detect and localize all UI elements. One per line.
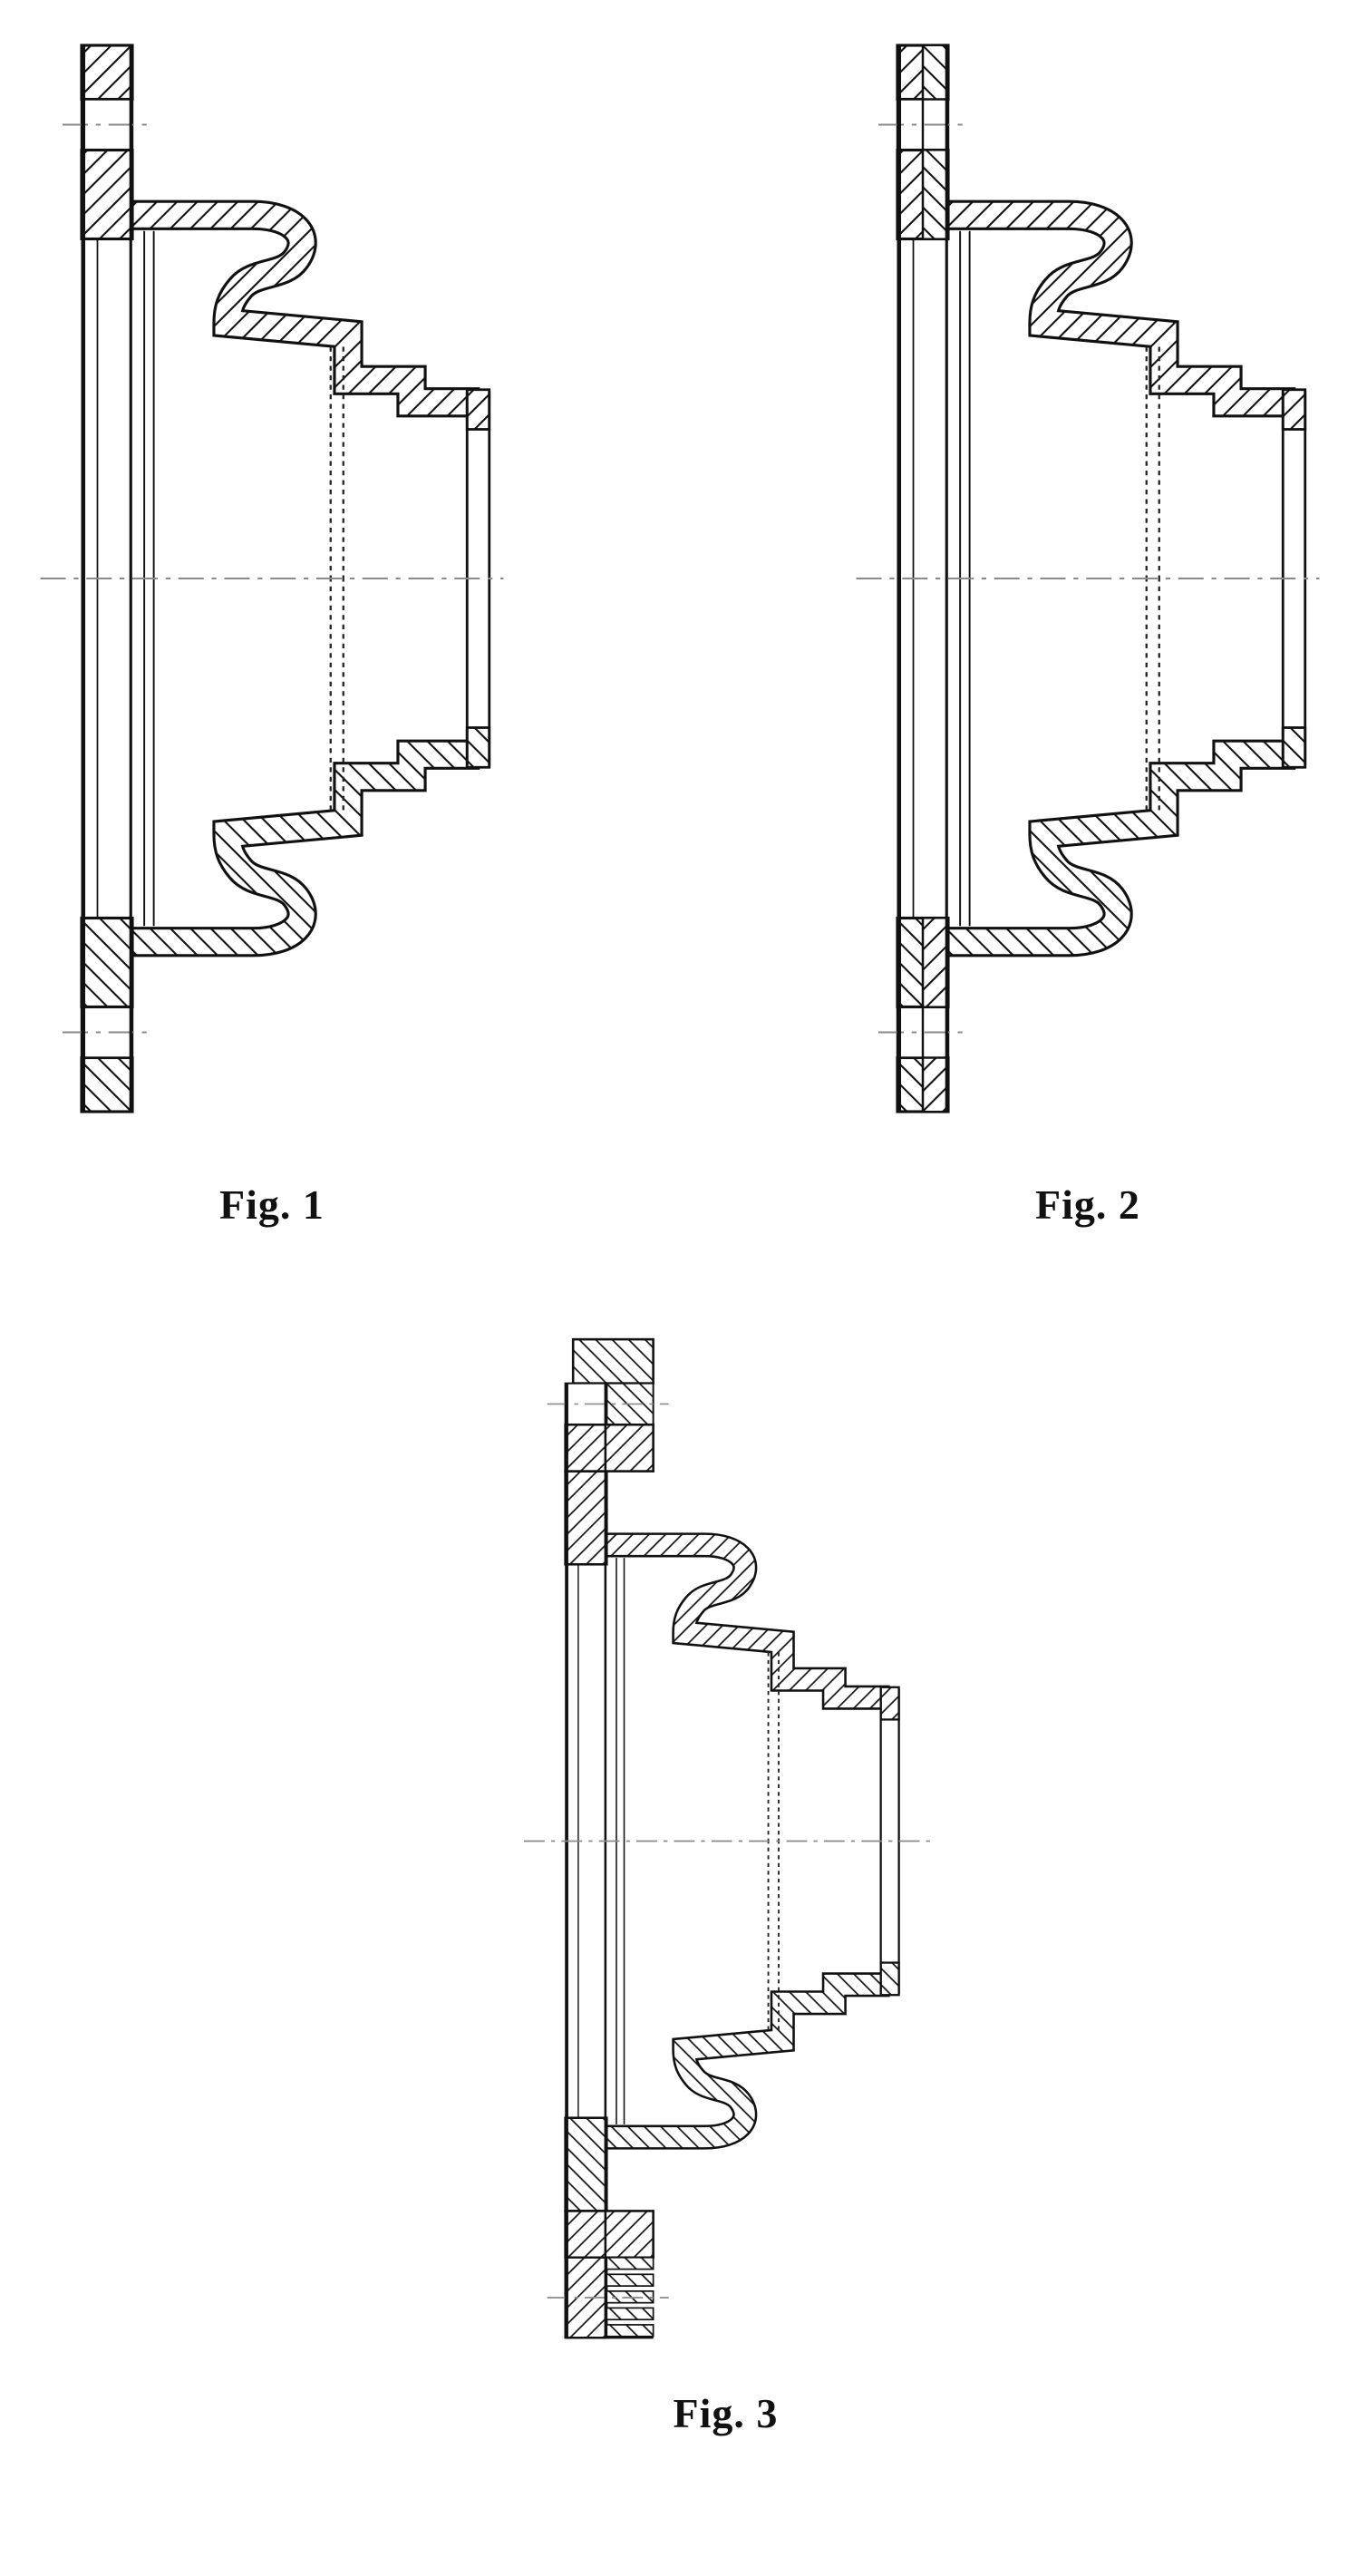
figure-3-half-section [564,1470,900,1842]
figure-3: Fig. 3 [506,1324,945,2437]
figure-2: Fig. 2 [834,7,1342,1229]
figure-3-caption: Fig. 3 [673,2390,779,2436]
figure-2-caption: Fig. 2 [1035,1181,1140,1228]
figure-1-caption: Fig. 1 [219,1181,325,1228]
figure-2-top-half-section [878,44,1307,578]
figure-3-drawing [524,1337,933,2339]
figure-1: Fig. 1 [18,7,526,1229]
figure-2-drawing [856,44,1342,1150]
figure-3-bottom-clamp-stack [547,2210,669,2339]
figure-3-top-clamp [547,1337,669,1473]
figure-1-top-half-section [63,44,491,578]
figure-1-drawing [40,44,526,1150]
